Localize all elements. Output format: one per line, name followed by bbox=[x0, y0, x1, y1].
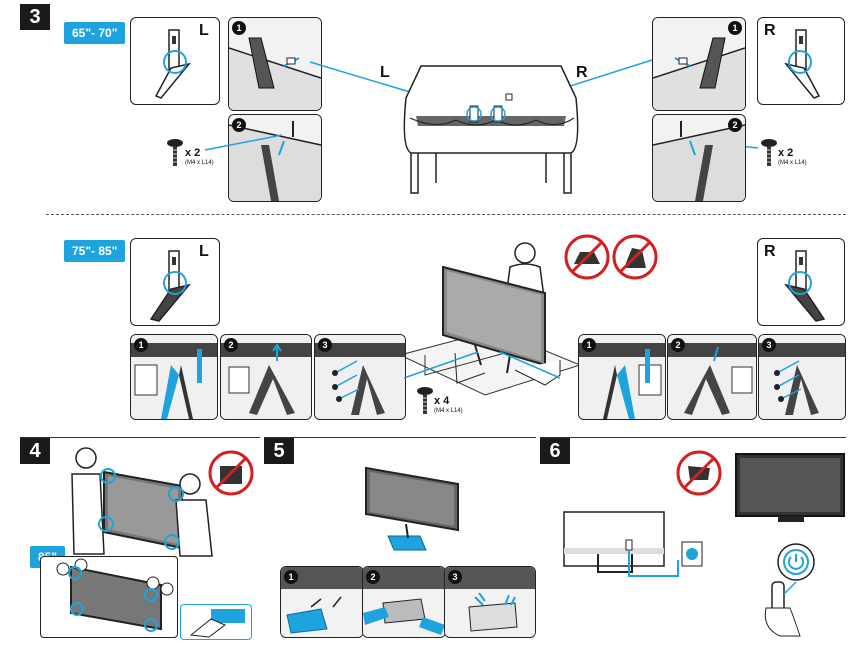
center-left-label: L bbox=[380, 64, 390, 81]
no-laying-down-warning-icon bbox=[564, 234, 610, 280]
tv-front-view-icon bbox=[735, 453, 845, 522]
screw-spec: (M4 x L14) bbox=[778, 160, 807, 166]
hand-detail-panel bbox=[180, 604, 252, 640]
substep-3-badge: 3 bbox=[448, 570, 462, 584]
substep-1-badge: 1 bbox=[284, 570, 298, 584]
tv-with-base-illustration bbox=[365, 466, 459, 551]
screw-qty-left: x 2 (M4 x L14) bbox=[185, 148, 214, 168]
step-5-number: 5 bbox=[264, 438, 294, 464]
screw-count: x 4 bbox=[434, 395, 450, 407]
stand-right-illustration bbox=[784, 250, 826, 322]
four-people-carrying-panel bbox=[40, 556, 178, 638]
substep-1-badge: 1 bbox=[134, 338, 148, 352]
substep-2-badge: 2 bbox=[224, 338, 238, 352]
right-label: R bbox=[764, 22, 776, 39]
no-touching-screen-warning-icon bbox=[676, 450, 722, 496]
stand-left-illustration bbox=[149, 250, 191, 322]
base-step-1-panel: 1 bbox=[280, 566, 364, 638]
substep-1-badge: 1 bbox=[232, 21, 246, 35]
left-label: L bbox=[199, 243, 209, 260]
stand-left-detail-panel-large: L bbox=[130, 238, 220, 326]
left-label: L bbox=[199, 22, 209, 39]
screw-spec: (M4 x L14) bbox=[434, 408, 463, 414]
screw-icon bbox=[167, 139, 183, 166]
screw-spec: (M4 x L14) bbox=[185, 160, 214, 166]
substep-2-badge: 2 bbox=[671, 338, 685, 352]
step-6-number: 6 bbox=[540, 438, 570, 464]
large-left-step-2-illustration bbox=[221, 335, 311, 419]
substep-3-badge: 3 bbox=[318, 338, 332, 352]
center-right-label: R bbox=[576, 64, 588, 81]
step-6-rule bbox=[540, 437, 846, 438]
section-divider bbox=[46, 214, 846, 215]
left-step-2-illustration bbox=[229, 115, 321, 201]
large-left-step-3-panel: 3 bbox=[314, 334, 406, 420]
stand-left-illustration bbox=[154, 29, 191, 99]
screw-qty-x4: x 4 (M4 x L14) bbox=[434, 396, 463, 416]
step-4-rule bbox=[20, 437, 260, 438]
substep-2-badge: 2 bbox=[366, 570, 380, 584]
substep-2-badge: 2 bbox=[232, 118, 246, 132]
base-step-2-panel: 2 bbox=[362, 566, 446, 638]
stand-right-illustration bbox=[784, 29, 821, 99]
screw-count: x 2 bbox=[185, 147, 201, 159]
substep-1-badge: 1 bbox=[728, 21, 742, 35]
hand-grip-illustration bbox=[189, 609, 245, 638]
remote-power-button-illustration bbox=[764, 543, 815, 637]
person-assembling-tv-illustration bbox=[398, 242, 580, 396]
substep-2-badge: 2 bbox=[728, 118, 742, 132]
no-touching-screen-warning-icon bbox=[208, 450, 254, 496]
tv-on-table-illustration bbox=[403, 65, 579, 194]
screw-qty-right: x 2 (M4 x L14) bbox=[778, 148, 807, 168]
stand-left-detail-panel: L bbox=[130, 17, 220, 105]
large-right-step-3-panel: 3 bbox=[758, 334, 846, 420]
substep-3-badge: 3 bbox=[762, 338, 776, 352]
stand-right-detail-panel-large: R bbox=[757, 238, 845, 326]
right-step-1-panel: 1 bbox=[652, 17, 746, 111]
four-people-carrying-illustration bbox=[56, 558, 174, 632]
substep-1-badge: 1 bbox=[582, 338, 596, 352]
left-step-2-panel: 2 bbox=[228, 114, 322, 202]
large-right-step-2-illustration bbox=[668, 335, 756, 419]
screw-icon bbox=[417, 387, 433, 414]
large-right-step-1-panel: 1 bbox=[578, 334, 666, 420]
two-people-carrying-tv-illustration bbox=[71, 447, 213, 557]
screw-count: x 2 bbox=[778, 147, 794, 159]
right-step-2-panel: 2 bbox=[652, 114, 746, 202]
left-step-1-panel: 1 bbox=[228, 17, 322, 111]
tv-rear-power-connection-illustration bbox=[563, 511, 703, 577]
large-right-step-2-panel: 2 bbox=[667, 334, 757, 420]
base-step-3-panel: 3 bbox=[444, 566, 536, 638]
right-label: R bbox=[764, 243, 776, 260]
stand-right-detail-panel: R bbox=[757, 17, 845, 105]
screw-icon bbox=[761, 139, 777, 166]
left-step-1-illustration bbox=[229, 18, 321, 110]
no-pressing-screen-warning-icon bbox=[612, 234, 658, 280]
step-4-number: 4 bbox=[20, 438, 50, 464]
size-tag-65-70: 65"- 70" bbox=[64, 22, 126, 44]
large-left-step-1-panel: 1 bbox=[130, 334, 218, 420]
large-left-step-2-panel: 2 bbox=[220, 334, 312, 420]
step-3-number: 3 bbox=[20, 4, 50, 30]
step-5-rule bbox=[264, 437, 536, 438]
size-tag-75-85: 75"- 85" bbox=[64, 240, 126, 262]
